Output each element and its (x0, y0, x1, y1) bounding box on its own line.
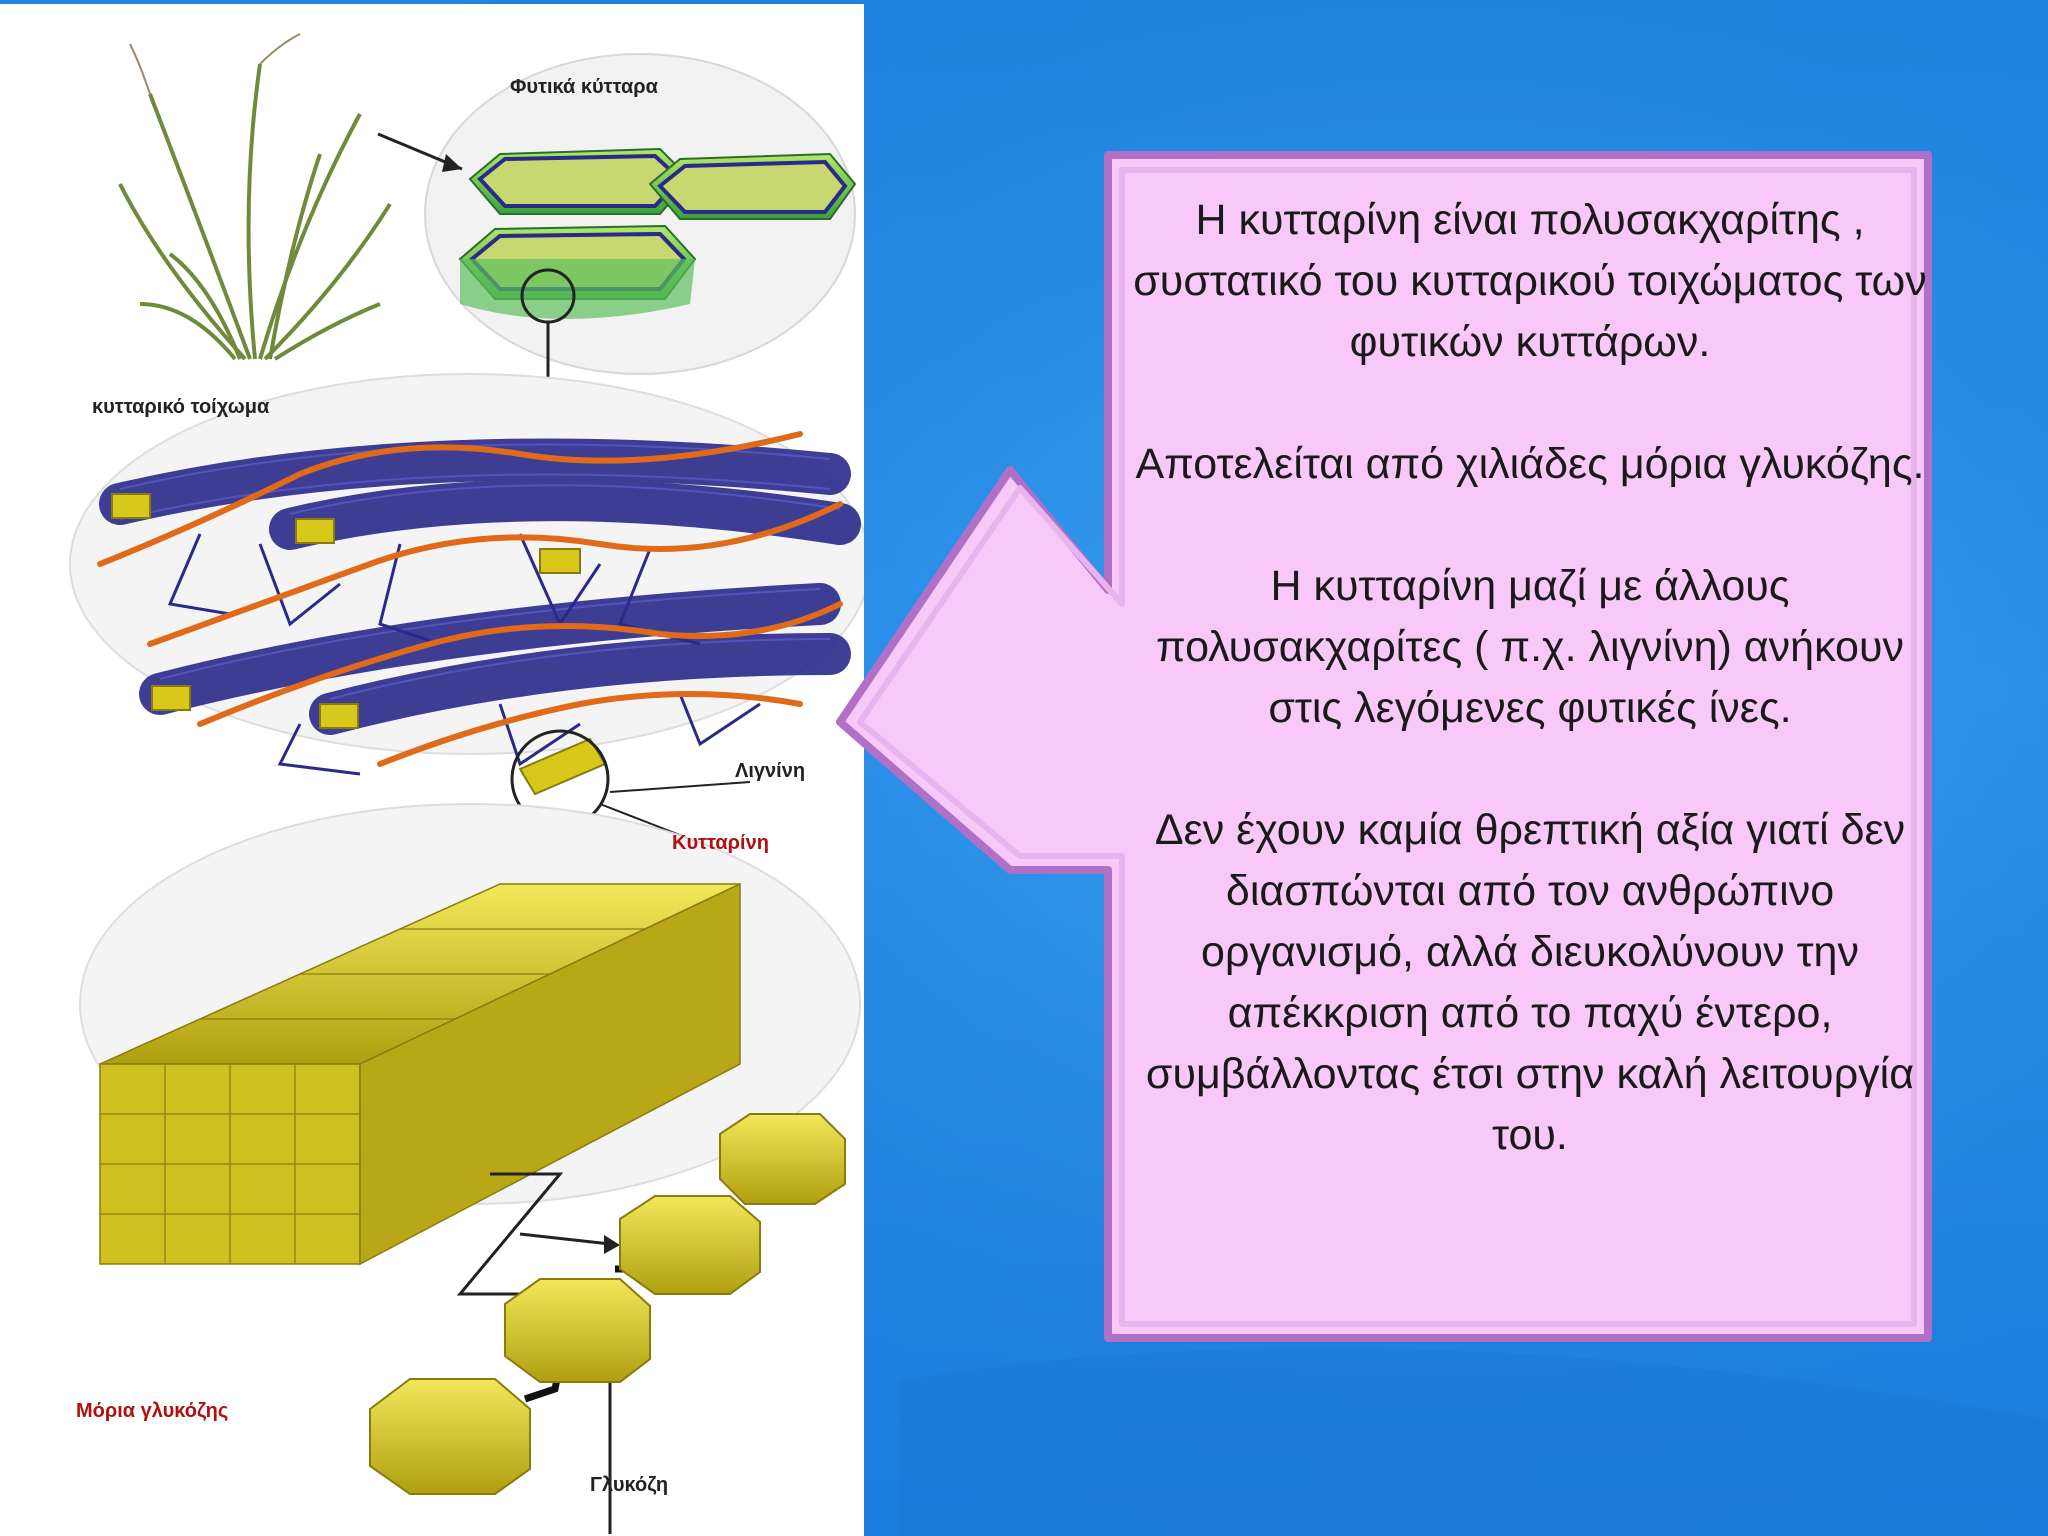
plant-cells-icon (458, 147, 857, 319)
callout-paragraph-1: Η κυτταρίνη είναι πολυσακχαρίτης , συστα… (1133, 196, 1927, 366)
plant-icon (118, 63, 392, 361)
callout-paragraph-3: Η κυτταρίνη μαζί με άλλους πολυσακχαρίτε… (1156, 562, 1904, 732)
callout-paragraph-2: Αποτελείται από χιλιάδες μόρια γλυκόζης. (1135, 440, 1925, 488)
glucose-chain (369, 1113, 846, 1495)
cell-wall-fibers (97, 431, 861, 796)
label-cell-wall: κυτταρικό τοίχωμα (92, 396, 270, 418)
callout-paragraph-4: Δεν έχουν καμία θρεπτική αξία γιατί δεν … (1145, 806, 1915, 1159)
label-glucose: Γλυκόζη (590, 1474, 669, 1496)
label-lignin: Λιγνίνη (735, 760, 806, 782)
cellulose-diagram (69, 33, 864, 1534)
label-plant-cells: Φυτικά κύτταρα (510, 76, 658, 98)
cellulose-diagram-panel: Φυτικά κύτταρα κυτταρικό τοίχωμα Λιγνίνη… (0, 4, 864, 1536)
callout-text: Η κυτταρίνη είναι πολυσακχαρίτης , συστα… (1120, 190, 1940, 1166)
label-cellulose: Κυτταρίνη (672, 832, 769, 854)
label-glucose-molecules: Μόρια γλυκόζης (76, 1400, 229, 1422)
